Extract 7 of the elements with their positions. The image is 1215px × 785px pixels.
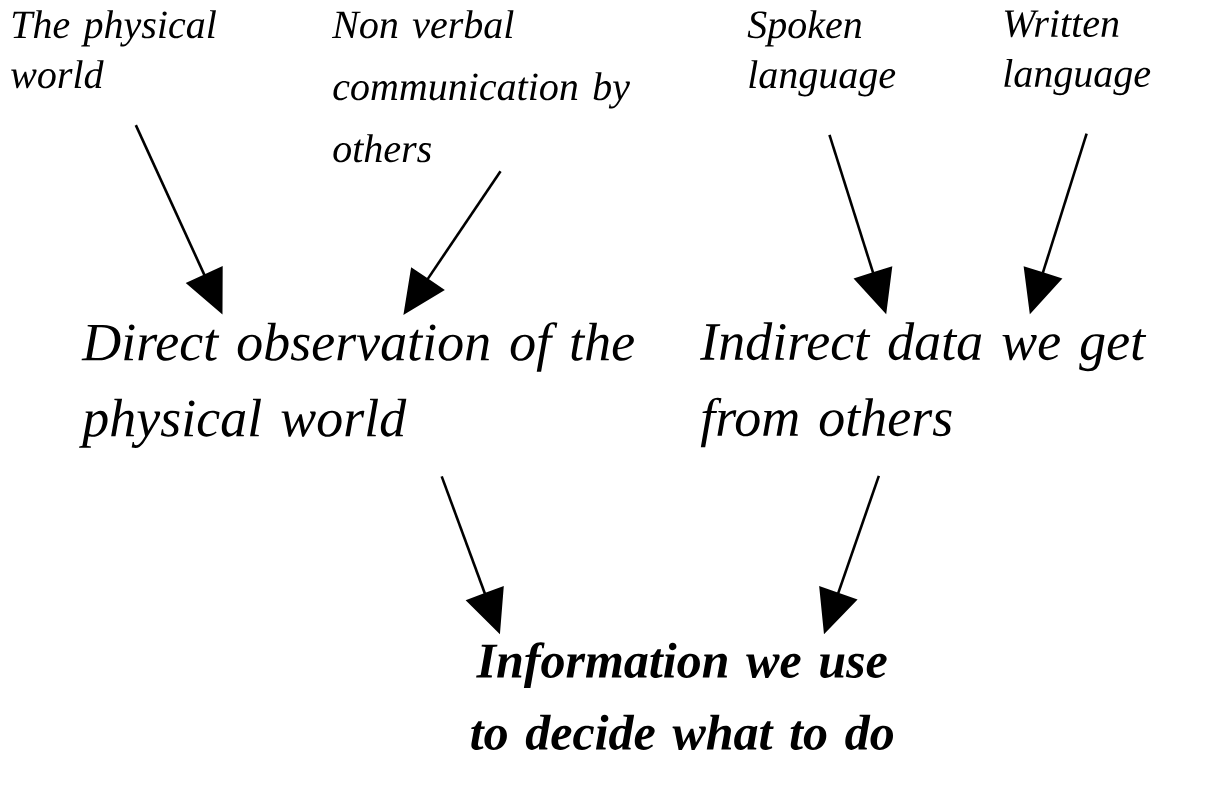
text-label: Indirect data we get from others <box>700 322 1147 448</box>
text-label: Direct observation of the physical world <box>79 322 634 448</box>
text-label: The physical world <box>11 10 216 89</box>
text-label: Information we use to decide what to do <box>471 642 893 750</box>
text-label: Written language <box>1004 10 1151 96</box>
text-label: Non verbal communication by others <box>331 10 630 163</box>
text-label: Spoken language <box>747 10 896 97</box>
